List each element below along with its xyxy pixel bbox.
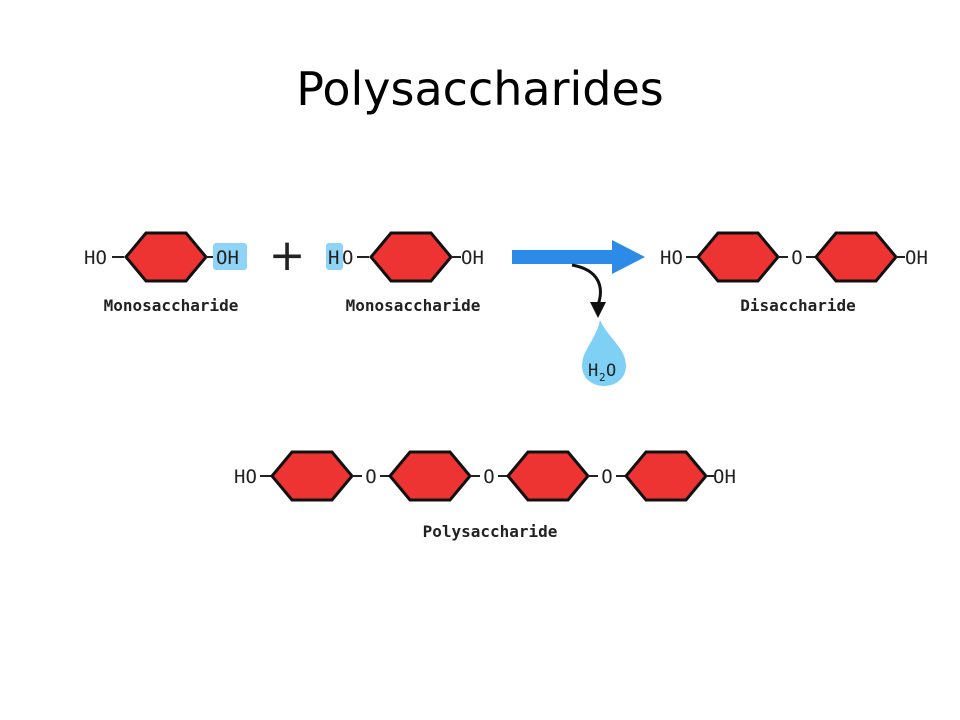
curved-arrow-path: [571, 263, 602, 306]
reaction-arrow-head: [612, 240, 645, 274]
mono2-h-highlight: [326, 243, 343, 270]
disaccharide: HO O OH Disaccharide: [660, 231, 928, 315]
poly-oh-group: OH: [713, 466, 736, 488]
mono2-h-atom: H: [328, 247, 339, 269]
polysaccharide: HO O O O OH Polysaccharide: [234, 450, 736, 541]
monosaccharide-2: H O OH Monosaccharide: [326, 231, 484, 315]
poly-ho-group: HO: [234, 466, 257, 488]
water-o: O: [606, 361, 616, 381]
mono1-oh-group: OH: [216, 247, 239, 269]
di-oh-group: OH: [905, 247, 928, 269]
poly-label: Polysaccharide: [423, 522, 558, 541]
poly-ring-4: [624, 450, 708, 502]
di-ring-2: [814, 231, 898, 283]
mono1-ho-group: HO: [84, 247, 107, 269]
water-h: H: [588, 361, 598, 381]
di-label: Disaccharide: [740, 296, 856, 315]
poly-bridge-oxygen-3: O: [601, 466, 612, 488]
mono2-ring: [369, 231, 453, 283]
reaction-arrow-shaft: [512, 250, 616, 264]
mono1-oh-highlight: [213, 243, 247, 270]
mono1-ring: [124, 231, 208, 283]
di-ring-1: [696, 231, 780, 283]
poly-ring-1: [270, 450, 354, 502]
mono2-o-atom: O: [342, 247, 353, 269]
reaction-arrow: [512, 240, 645, 274]
poly-bridge-oxygen-2: O: [483, 466, 494, 488]
mono2-oh-group: OH: [461, 247, 484, 269]
curved-arrow-head: [590, 302, 606, 318]
mono2-label: Monosaccharide: [346, 296, 481, 315]
water-molecule: H 2 O: [582, 320, 626, 386]
di-bridge-oxygen: O: [791, 247, 802, 269]
water-release-arrow: [571, 263, 606, 318]
poly-ring-2: [388, 450, 472, 502]
poly-bridge-oxygen-1: O: [365, 466, 376, 488]
poly-ring-3: [506, 450, 590, 502]
slide-title: Polysaccharides: [296, 62, 664, 116]
water-subscript: 2: [599, 371, 606, 384]
di-ho-group: HO: [660, 247, 683, 269]
mono1-label: Monosaccharide: [104, 296, 239, 315]
plus-sign: +: [269, 230, 306, 281]
water-droplet: [582, 320, 626, 386]
monosaccharide-1: HO OH Monosaccharide: [84, 231, 247, 315]
